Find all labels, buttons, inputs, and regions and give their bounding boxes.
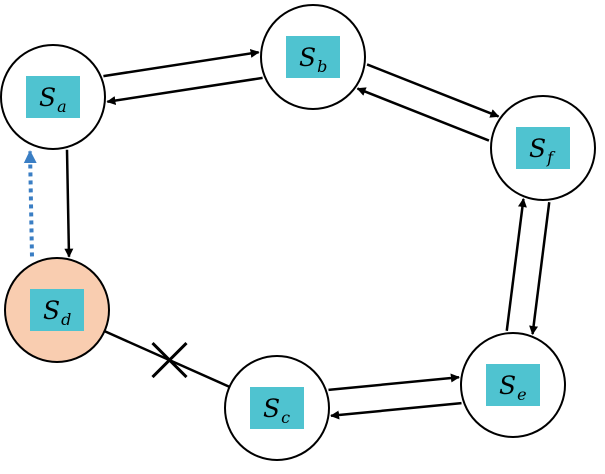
node-label-subscript: f (546, 148, 556, 167)
node-label-symbol: S (299, 43, 316, 72)
edge-d-to-a (23, 150, 37, 257)
node-label: Se (499, 371, 527, 404)
node-label-subscript: d (61, 310, 71, 329)
node-label: Sb (299, 43, 327, 76)
node-d: Sd (4, 257, 110, 363)
broken-link-d-c (103, 330, 231, 388)
node-label-symbol: S (263, 394, 280, 423)
node-label: Sa (39, 83, 67, 116)
edge-f-to-b (356, 87, 490, 142)
broken-link-cross-icon (151, 342, 188, 379)
node-c: Sc (224, 355, 330, 461)
node-e: Se (460, 332, 566, 438)
node-b: Sb (260, 4, 366, 110)
node-label-subscript: c (281, 408, 290, 427)
node-label-symbol: S (43, 296, 60, 325)
node-label-symbol: S (499, 371, 516, 400)
edge-f-to-e (529, 202, 551, 335)
edge-e-to-c (330, 401, 462, 420)
node-label-symbol: S (529, 134, 546, 163)
edges-layer (23, 48, 551, 420)
node-label-box (30, 289, 84, 331)
node-label-box (286, 36, 340, 78)
node-label-box (516, 127, 570, 169)
edge-a-to-d (64, 149, 74, 258)
node-label-subscript: a (57, 97, 67, 116)
node-label: Sf (529, 134, 556, 167)
node-a: Sa (0, 44, 106, 150)
node-label-box (250, 387, 304, 429)
node-label-symbol: S (39, 83, 56, 112)
node-label-box (26, 76, 80, 118)
node-f: Sf (490, 95, 596, 201)
broken-links-layer (103, 330, 231, 388)
edge-e-to-f (505, 198, 527, 331)
edge-c-to-e (328, 373, 460, 392)
node-label: Sc (263, 394, 290, 427)
node-label-box (486, 364, 540, 406)
edge-a-to-b (103, 48, 260, 78)
edge-b-to-a (106, 76, 263, 106)
edge-b-to-f (366, 63, 500, 118)
node-label: Sd (43, 296, 71, 329)
node-label-subscript: e (517, 385, 526, 404)
node-label-subscript: b (317, 57, 327, 76)
